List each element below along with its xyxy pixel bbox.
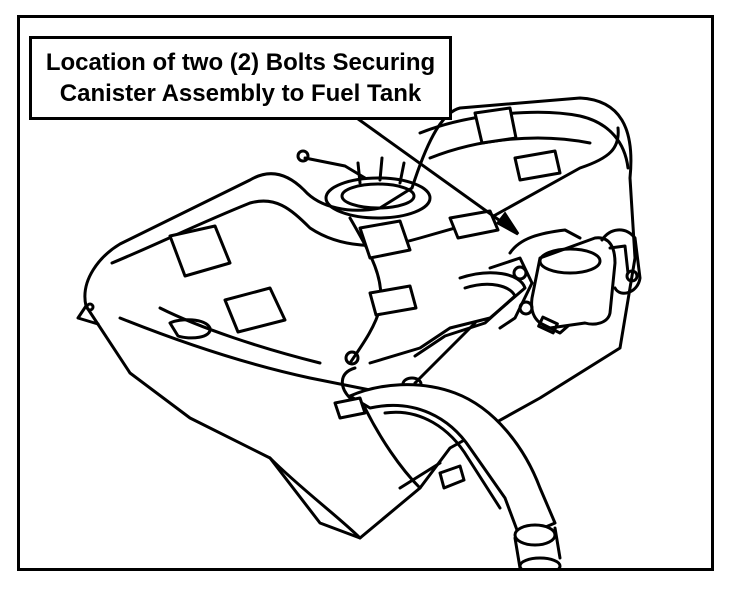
hose-clamp: [333, 396, 367, 420]
pump-flange: [324, 176, 432, 220]
fuel-tank-illustration: [76, 96, 642, 568]
tank-outline: [83, 96, 637, 540]
pad-1: [168, 224, 232, 278]
pad-2: [223, 286, 287, 334]
callout-box: Location of two (2) Bolts Securing Canis…: [29, 36, 452, 120]
pad-5: [448, 209, 500, 240]
bolt-2: [518, 300, 534, 316]
pad-7: [513, 149, 562, 182]
fuel-lines: [368, 271, 527, 365]
arrow-pointer: [339, 104, 520, 236]
canister-body: [530, 236, 617, 330]
diagram-frame: Location of two (2) Bolts Securing Canis…: [17, 15, 714, 571]
vent-hose: [600, 228, 642, 295]
pad-4: [368, 284, 418, 317]
right-hump: [418, 110, 630, 170]
pad-6: [473, 106, 518, 145]
mounting-ear-left: [76, 304, 100, 326]
pad-3: [358, 219, 412, 260]
callout-line-2: Canister Assembly to Fuel Tank: [59, 80, 422, 107]
filler-neck: [348, 383, 557, 540]
filler-cap: [513, 523, 557, 547]
tank-top-surface: [110, 126, 620, 265]
callout-line-1: Location of two (2) Bolts Securing: [45, 49, 436, 76]
